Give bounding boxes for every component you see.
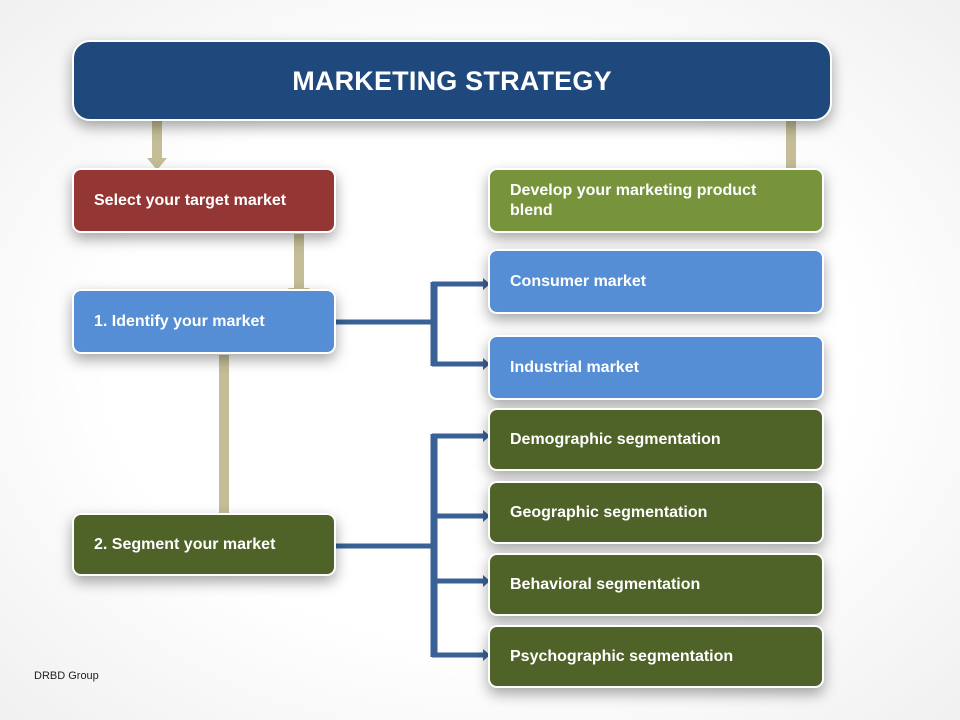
segment-market-box: 2. Segment your market [72, 513, 336, 576]
behavioral-segmentation-box: Behavioral segmentation [488, 553, 824, 616]
select-target-market-box: Select your target market [72, 168, 336, 233]
blue-connectors [336, 281, 484, 658]
footer-credit: DRBD Group [34, 670, 99, 682]
industrial-market-box: Industrial market [488, 335, 824, 400]
psychographic-segmentation-box: Psychographic segmentation [488, 625, 824, 688]
blue-arrowheads [483, 278, 490, 661]
page-title: MARKETING STRATEGY [72, 40, 832, 121]
arrow-identify-to-segment [214, 355, 234, 528]
consumer-market-box: Consumer market [488, 249, 824, 314]
develop-product-blend-box: Develop your marketing product blend [488, 168, 824, 233]
geographic-segmentation-box: Geographic segmentation [488, 481, 824, 544]
demographic-segmentation-box: Demographic segmentation [488, 408, 824, 471]
identify-market-box: 1. Identify your market [72, 289, 336, 354]
arrow-title-to-select [147, 121, 167, 170]
